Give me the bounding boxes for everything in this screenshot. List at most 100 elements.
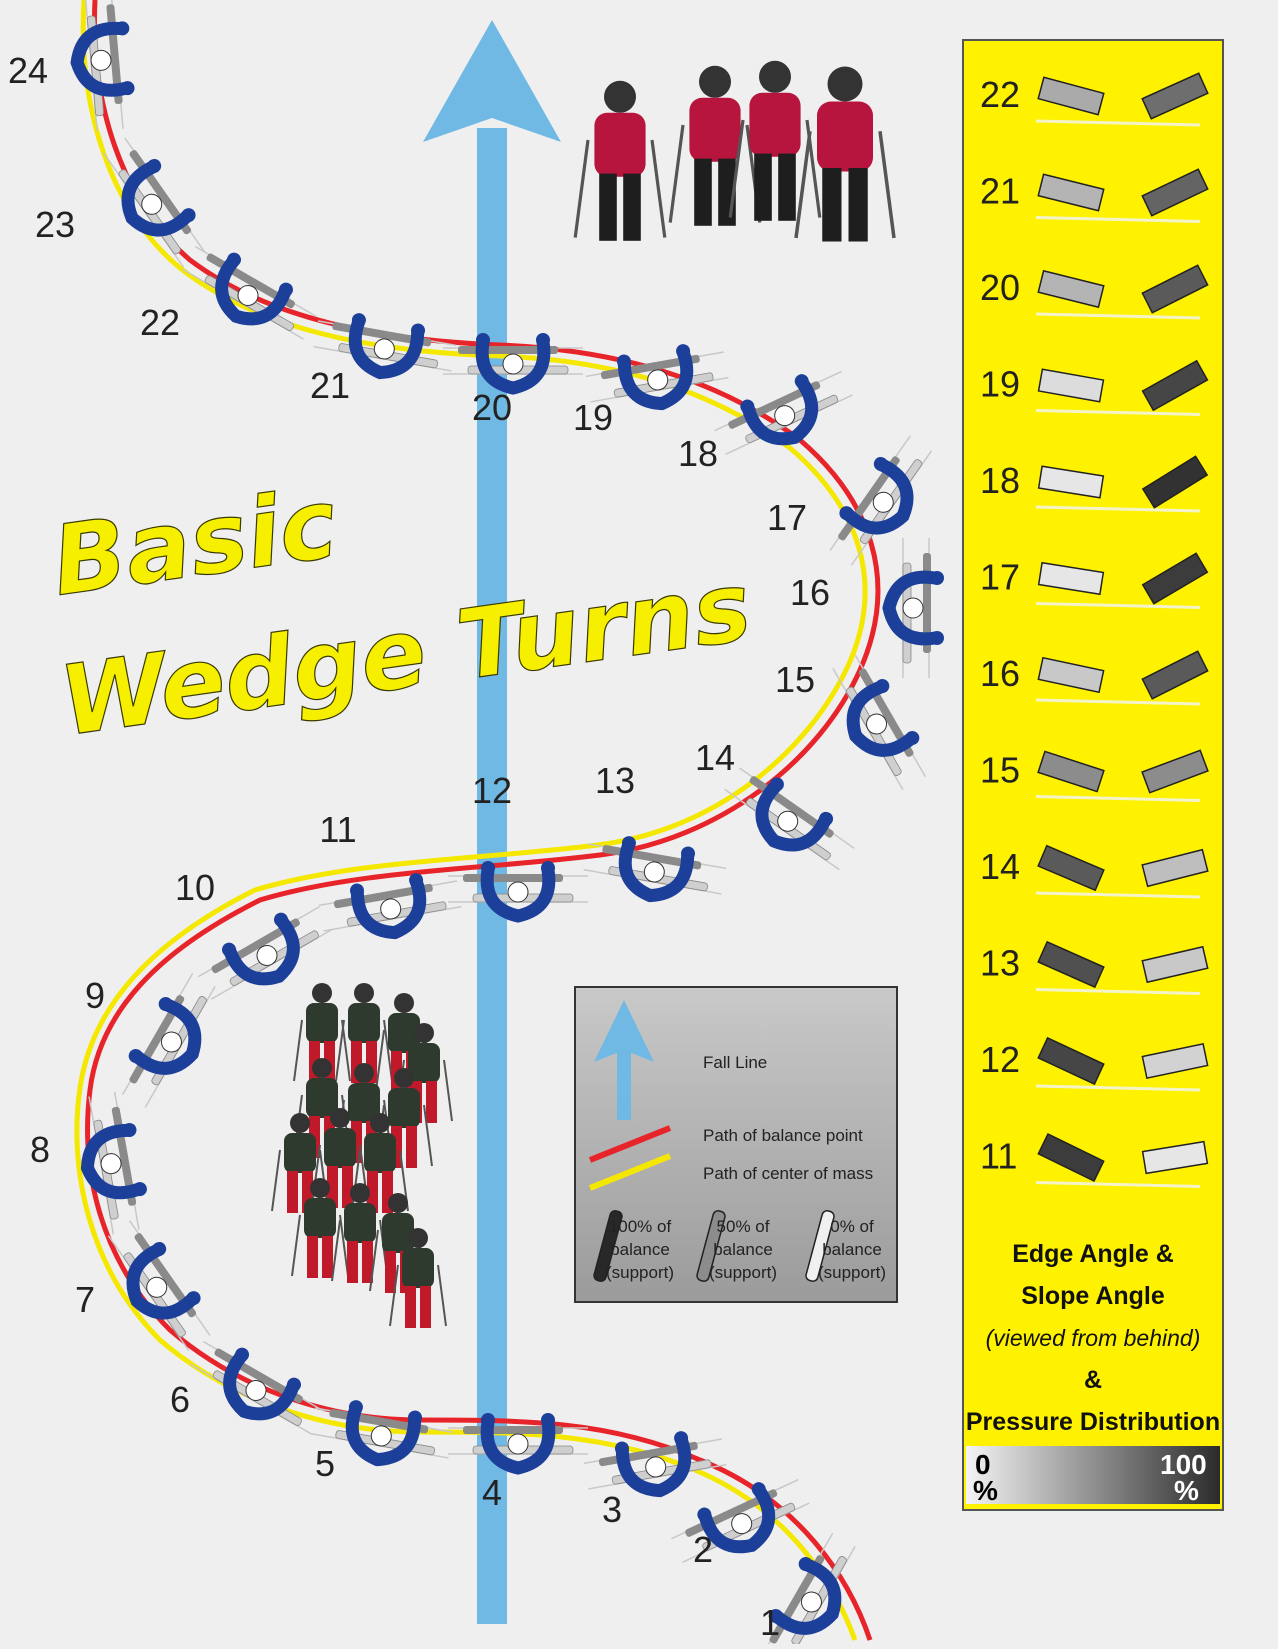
ski-icon	[1141, 650, 1209, 700]
panel-caption-4: &	[1084, 1366, 1102, 1394]
position-number: 14	[695, 737, 735, 778]
ski-icon	[696, 1210, 726, 1282]
skier-icon	[583, 836, 727, 903]
legend-fall-line: Fall Line	[703, 1053, 767, 1072]
panel-row: 19	[980, 359, 1209, 416]
skier-icon	[671, 1478, 810, 1563]
ski-icon	[1141, 552, 1209, 605]
position-number: 10	[175, 867, 215, 908]
ski-icon	[1141, 1140, 1209, 1175]
legend-support-label: balance	[713, 1240, 773, 1259]
legend-support-label: balance	[610, 1240, 670, 1259]
position-number: 24	[8, 50, 48, 91]
legend-support-label: balance	[822, 1240, 882, 1259]
skier-icon	[121, 973, 216, 1108]
ski-icon	[593, 1210, 623, 1282]
panel-caption-1: Edge Angle &	[1012, 1240, 1174, 1268]
skier-icon	[829, 435, 933, 566]
skier-photo-figure	[291, 1178, 349, 1278]
position-number: 3	[602, 1489, 622, 1530]
skier-icon	[182, 245, 317, 340]
position-number: 16	[790, 572, 830, 613]
position-number: 21	[310, 365, 350, 406]
ski-icon	[1141, 264, 1209, 314]
skier-photo-figure	[668, 65, 762, 226]
ski-icon	[1037, 1133, 1105, 1182]
skier-photo-figure	[331, 1183, 389, 1283]
skier-photo-top	[573, 60, 896, 242]
legend-support-label: (support)	[818, 1263, 886, 1282]
ski-icon	[1141, 72, 1209, 120]
panel-row: 18	[980, 455, 1209, 513]
position-number: 6	[170, 1379, 190, 1420]
skier-icon	[190, 1340, 325, 1435]
panel-row: 12	[980, 1036, 1209, 1092]
ski-icon	[1141, 455, 1209, 509]
ski-icon	[1037, 656, 1105, 694]
skier-positions	[70, 0, 944, 1649]
ski-icon	[1037, 269, 1105, 309]
panel-row: 22	[980, 72, 1209, 127]
panel-row-number: 13	[980, 943, 1020, 984]
ski-icon	[1037, 173, 1105, 212]
ski-icon	[1141, 945, 1209, 984]
panel-caption-2: Slope Angle	[1021, 1282, 1165, 1310]
skier-icon	[761, 1533, 856, 1649]
skier-photo-figure	[573, 80, 667, 241]
position-number: 15	[775, 659, 815, 700]
ski-icon	[805, 1210, 835, 1282]
ski-icon	[1037, 465, 1105, 499]
skier-icon	[310, 1400, 454, 1467]
panel-row-number: 19	[980, 364, 1020, 405]
panel-row-number: 12	[980, 1039, 1020, 1080]
panel-caption-5: Pressure Distribution	[966, 1408, 1220, 1436]
ski-icon	[1037, 750, 1105, 793]
legend-mass-path: Path of center of mass	[703, 1164, 873, 1183]
skier-photo-figure	[794, 66, 896, 242]
legend-balance-path: Path of balance point	[703, 1126, 863, 1145]
legend-fall-line-icon	[594, 1000, 654, 1120]
position-number: 8	[30, 1129, 50, 1170]
panel-row-number: 20	[980, 267, 1020, 308]
position-number: 20	[472, 387, 512, 428]
center-of-mass-path	[74, 0, 868, 1641]
legend-support-label: 0% of	[830, 1217, 874, 1236]
skier-icon	[585, 344, 729, 411]
skier-icon	[714, 370, 853, 455]
skier-photo-figure	[335, 983, 393, 1083]
position-number: 19	[573, 397, 613, 438]
gradient-low-unit: %	[973, 1475, 998, 1506]
position-number: 18	[678, 433, 718, 474]
title-line1: Basic	[46, 467, 344, 618]
legend-support-label: 50% of	[717, 1217, 770, 1236]
panel-row: 15	[980, 749, 1209, 802]
gradient-high-value: 100	[1160, 1449, 1207, 1480]
skier-icon	[70, 0, 135, 132]
ski-icon	[1141, 359, 1209, 412]
panel-row-number: 15	[980, 750, 1020, 791]
ski-icon	[1037, 561, 1105, 596]
gradient-high-unit: %	[1174, 1475, 1199, 1506]
panel-row-number: 16	[980, 653, 1020, 694]
pressure-gradient-bar	[966, 1446, 1220, 1504]
panel-row-number: 14	[980, 846, 1020, 887]
position-number: 1	[760, 1602, 780, 1643]
ski-icon	[1141, 749, 1209, 794]
legend-support-label: (support)	[709, 1263, 777, 1282]
skier-icon	[448, 861, 588, 923]
position-number: 22	[140, 302, 180, 343]
ski-icon	[1037, 940, 1105, 989]
skier-icon	[80, 1091, 147, 1235]
panel-row: 13	[980, 940, 1209, 995]
legend-red-line	[588, 1125, 672, 1163]
skier-icon	[318, 873, 462, 940]
ski-icon	[1037, 76, 1105, 116]
position-number: 4	[482, 1472, 502, 1513]
ski-icon	[1141, 168, 1209, 217]
skier-icon	[107, 1220, 211, 1351]
